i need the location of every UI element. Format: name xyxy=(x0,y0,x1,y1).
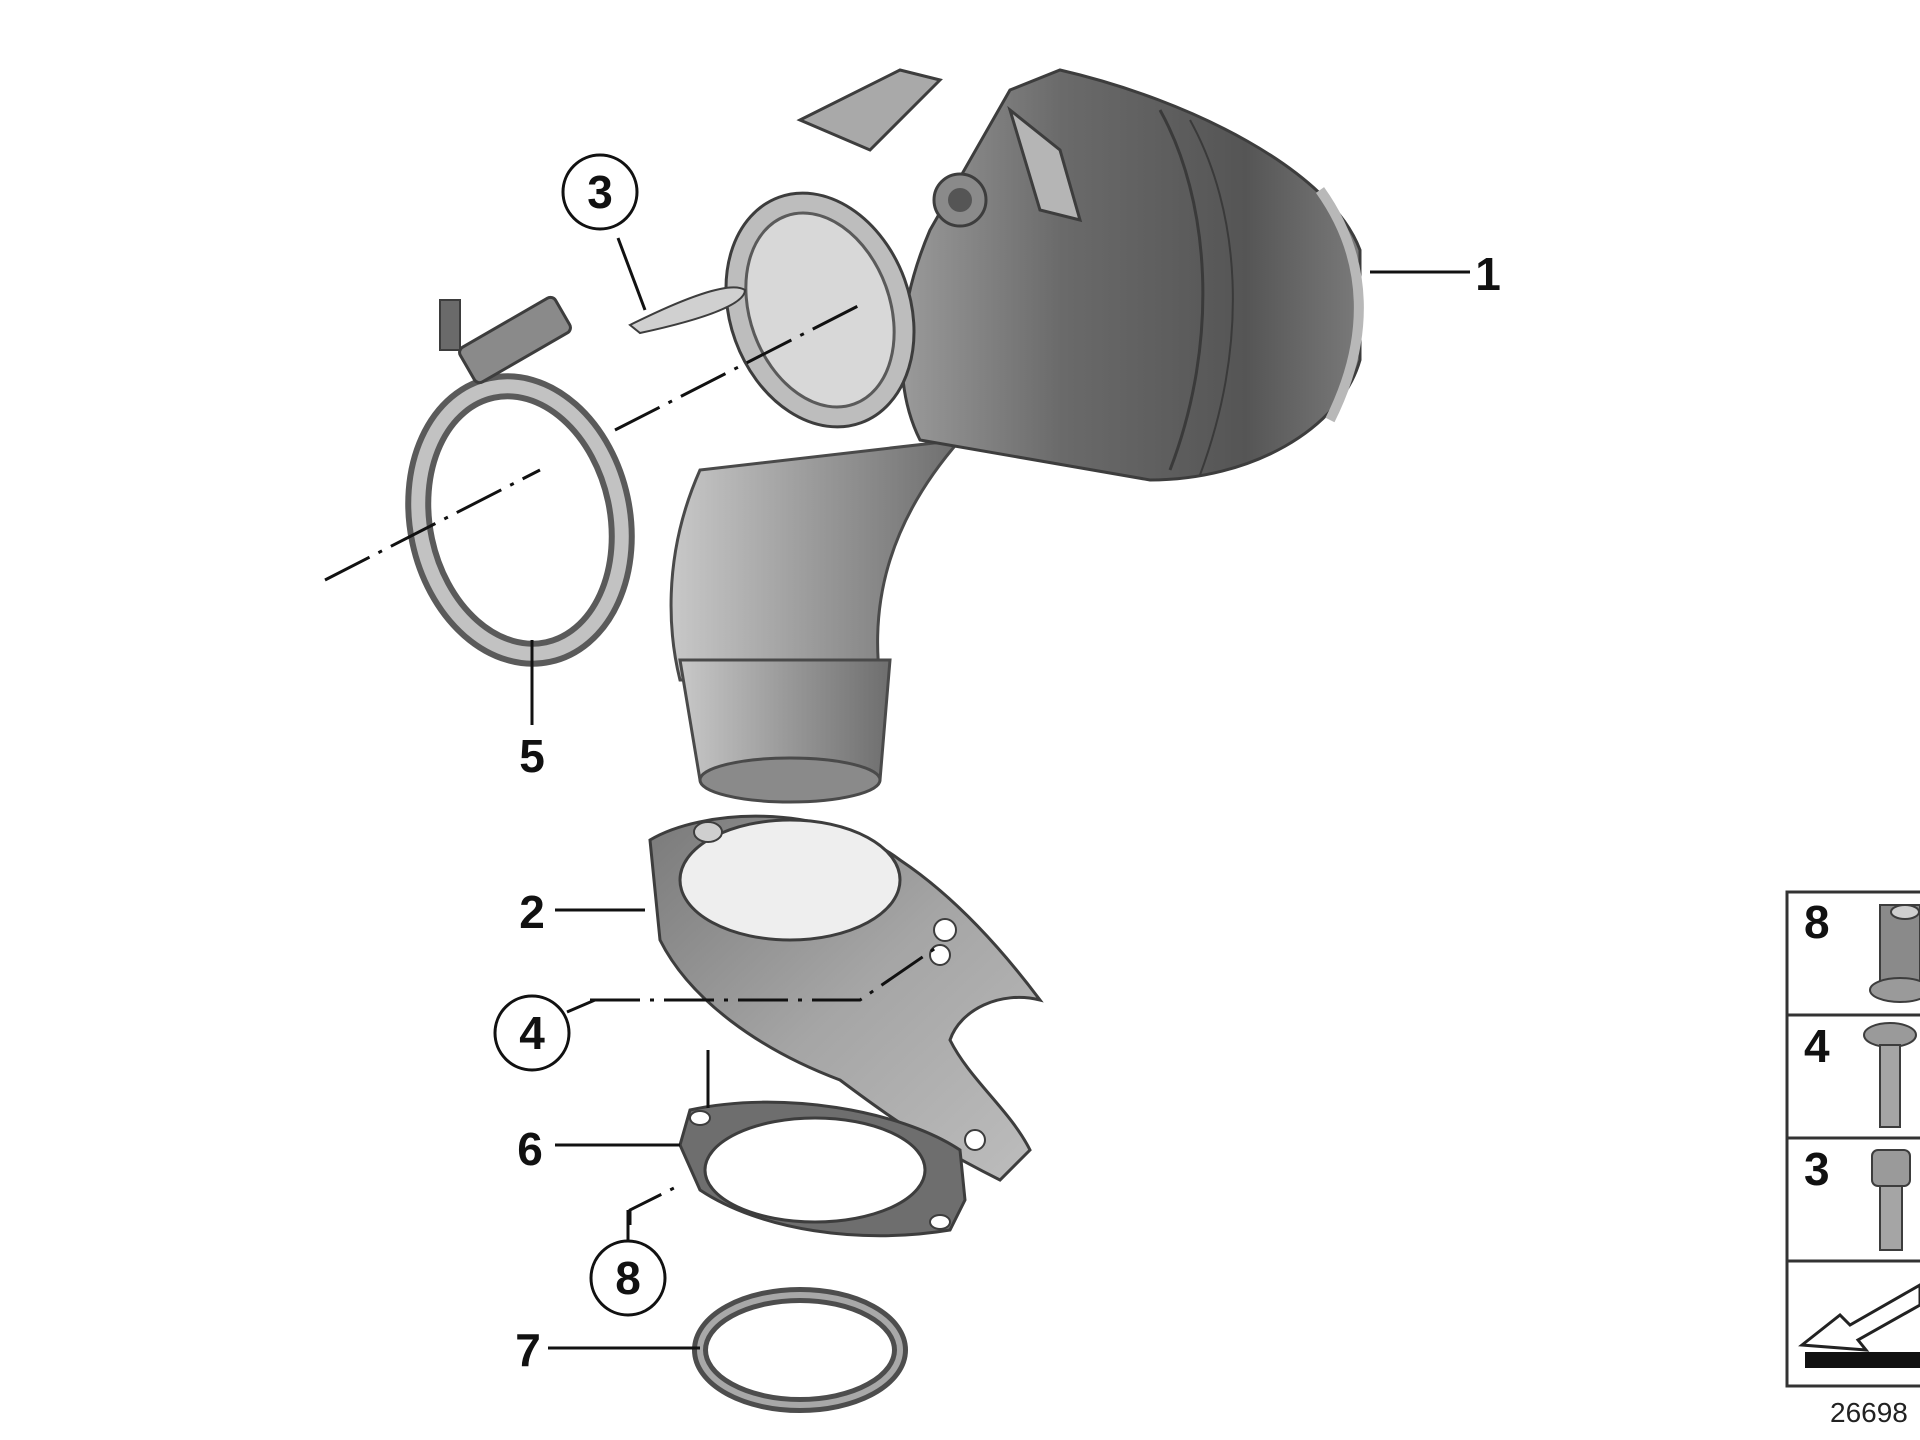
callout-6: 6 xyxy=(517,1123,543,1175)
callout-7: 7 xyxy=(515,1324,541,1376)
gasket-tab-part[interactable] xyxy=(628,286,747,335)
leader-line-3 xyxy=(616,237,647,311)
svg-text:4: 4 xyxy=(519,1007,545,1059)
assembly-axis-line xyxy=(590,943,941,1002)
svg-text:3: 3 xyxy=(587,166,613,218)
legend-item-label: 3 xyxy=(1804,1143,1830,1195)
assembly-axis-line xyxy=(628,1183,681,1225)
socket-cap-screw-icon xyxy=(1871,1149,1911,1251)
callout-1: 1 xyxy=(1475,248,1501,300)
seal-ring-part[interactable] xyxy=(692,1287,908,1413)
heat-shield-bracket-part[interactable] xyxy=(648,814,1044,1182)
assembly-axis-line xyxy=(614,303,861,432)
legend-item-label: 4 xyxy=(1804,1020,1830,1072)
callout-5: 5 xyxy=(519,730,545,782)
svg-text:8: 8 xyxy=(615,1252,641,1304)
installation-arrow-icon xyxy=(1798,1283,1920,1368)
callout-2: 2 xyxy=(519,886,545,938)
legend-item-label: 8 xyxy=(1804,896,1830,948)
assembly-axis-line xyxy=(324,468,541,582)
hardware-legend-panel: 8 4 3 xyxy=(1785,890,1920,1388)
catalytic-converter-part[interactable] xyxy=(669,68,1364,804)
flange-gasket-part[interactable] xyxy=(678,1100,967,1238)
callout-3-circled: 3 xyxy=(561,153,639,231)
v-band-clamp-part[interactable] xyxy=(394,295,646,673)
callout-8-circled: 8 xyxy=(589,1210,667,1317)
torx-bolt-icon xyxy=(1863,1022,1917,1128)
leader-line-4 xyxy=(566,998,596,1014)
callout-4-circled: 4 xyxy=(493,994,571,1072)
reference-number: 26698 xyxy=(1830,1397,1908,1428)
flange-nut-icon xyxy=(1869,904,1920,1003)
